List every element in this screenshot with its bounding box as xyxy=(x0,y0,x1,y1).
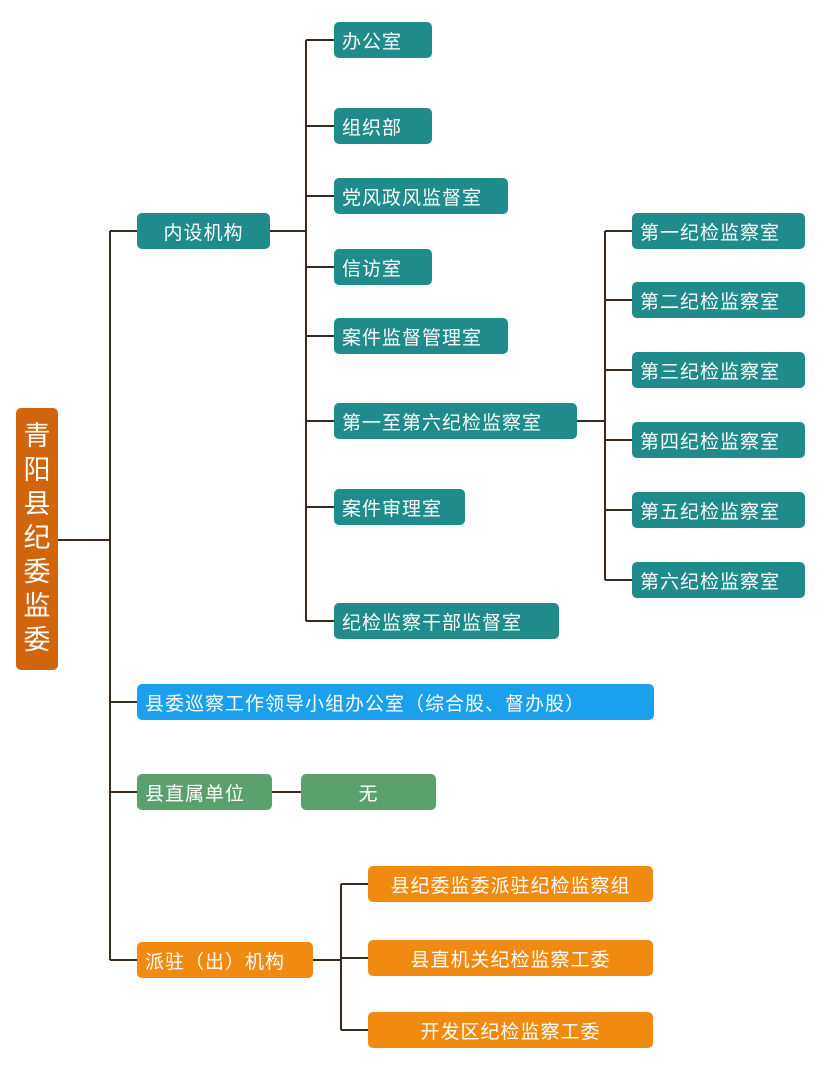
sub-room-label: 第四纪检监察室 xyxy=(640,430,781,453)
root-char: 委 xyxy=(23,557,51,588)
dept-first-to-sixth-node: 第一至第六纪检监察室 xyxy=(334,403,577,439)
sub-room-1-node: 第一纪检监察室 xyxy=(632,213,805,249)
sub-room-label: 第二纪检监察室 xyxy=(640,290,781,313)
dept-petition-node: 信访室 xyxy=(334,249,432,285)
direct-units-value-node: 无 xyxy=(301,774,436,810)
dispatched-institutions-label: 派驻（出）机构 xyxy=(145,950,286,973)
dept-party-style-node: 党风政风监督室 xyxy=(334,178,508,214)
county-organs-committee-node: 县直机关纪检监察工委 xyxy=(368,940,653,976)
root-char: 委 xyxy=(23,625,51,656)
root-char: 监 xyxy=(23,591,51,622)
direct-units-node: 县直属单位 xyxy=(137,774,272,810)
sub-room-label: 第一纪检监察室 xyxy=(640,221,781,244)
sub-room-5-node: 第五纪检监察室 xyxy=(632,492,805,528)
dept-label: 纪检监察干部监督室 xyxy=(342,611,523,634)
root-char: 纪 xyxy=(23,523,51,554)
root-char: 青 xyxy=(23,421,51,452)
dept-label: 案件监督管理室 xyxy=(342,326,483,349)
sub-room-6-node: 第六纪检监察室 xyxy=(632,562,805,598)
dispatched-group-node: 县纪委监委派驻纪检监察组 xyxy=(368,866,653,902)
dispatched-item-label: 县纪委监委派驻纪检监察组 xyxy=(390,874,631,897)
dept-label: 信访室 xyxy=(342,257,403,280)
root-node: 青 阳 县 纪 委 监 委 xyxy=(16,408,58,670)
dept-label: 案件审理室 xyxy=(342,497,443,520)
dept-cadre-supervision-node: 纪检监察干部监督室 xyxy=(334,603,559,639)
dispatched-item-label: 县直机关纪检监察工委 xyxy=(410,948,611,971)
dispatched-institutions-node: 派驻（出）机构 xyxy=(137,942,313,978)
sub-room-3-node: 第三纪检监察室 xyxy=(632,352,805,388)
dept-label: 组织部 xyxy=(342,116,403,139)
sub-room-label: 第六纪检监察室 xyxy=(640,570,781,593)
inspection-office-node: 县委巡察工作领导小组办公室（综合股、督办股） xyxy=(137,684,654,720)
sub-room-2-node: 第二纪检监察室 xyxy=(632,282,805,318)
dept-label: 办公室 xyxy=(342,30,403,53)
root-char: 县 xyxy=(23,489,51,520)
dispatched-item-label: 开发区纪检监察工委 xyxy=(420,1020,601,1043)
development-zone-committee-node: 开发区纪检监察工委 xyxy=(368,1012,653,1048)
inspection-office-label: 县委巡察工作领导小组办公室（综合股、督办股） xyxy=(145,692,586,715)
sub-room-4-node: 第四纪检监察室 xyxy=(632,422,805,458)
dept-case-trial-node: 案件审理室 xyxy=(334,489,465,525)
dept-case-supervision-node: 案件监督管理室 xyxy=(334,318,508,354)
dept-office-node: 办公室 xyxy=(334,22,432,58)
direct-units-label: 县直属单位 xyxy=(145,782,246,805)
internal-institutions-label: 内设机构 xyxy=(163,221,244,244)
direct-units-value: 无 xyxy=(358,782,379,805)
internal-institutions-node: 内设机构 xyxy=(137,213,270,249)
sub-room-label: 第三纪检监察室 xyxy=(640,360,781,383)
root-char: 阳 xyxy=(23,455,51,486)
dept-label: 第一至第六纪检监察室 xyxy=(342,411,543,434)
sub-room-label: 第五纪检监察室 xyxy=(640,500,781,523)
dept-organization-node: 组织部 xyxy=(334,108,432,144)
dept-label: 党风政风监督室 xyxy=(342,186,483,209)
